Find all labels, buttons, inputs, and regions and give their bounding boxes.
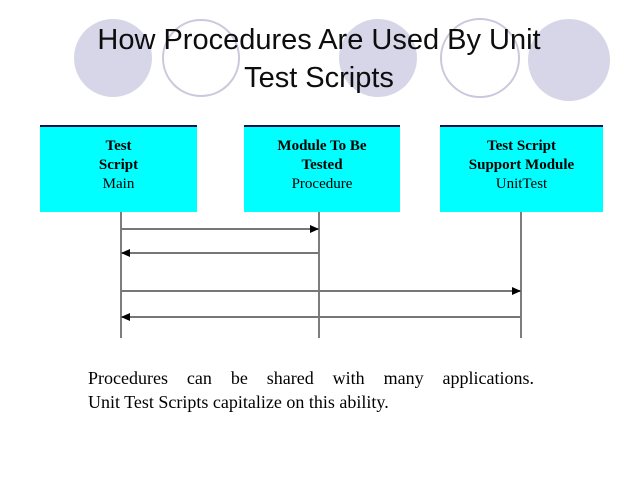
lifeline-main xyxy=(120,212,122,338)
background-circle-filled xyxy=(528,19,610,101)
background-circle-outlined xyxy=(440,18,520,98)
message-arrow-procedure-to-main xyxy=(121,249,319,257)
lifeline-unittest xyxy=(520,212,522,338)
slide-title-line1: How Procedures Are Used By Unit xyxy=(97,24,541,56)
arrowhead-right-icon xyxy=(310,225,319,233)
arrowhead-left-icon xyxy=(121,249,130,257)
actor-box-line: Test Script xyxy=(486,138,557,154)
message-arrow-main-to-unittest xyxy=(121,287,521,295)
actor-box-line: UnitTest xyxy=(495,176,548,192)
actor-box-line: Script xyxy=(98,157,139,173)
actor-box-module-to-be-tested: Module To Be Tested Procedure xyxy=(244,125,400,212)
background-circle-filled xyxy=(339,19,417,97)
slide-caption: Procedures can be shared with many appli… xyxy=(88,366,534,414)
actor-box-line: Module To Be xyxy=(277,138,367,154)
slide-title: How Procedures Are Used By Unit Test Scr… xyxy=(0,21,638,97)
actor-box-line: Main xyxy=(102,176,135,192)
actor-box-test-script-support-module: Test Script Support Module UnitTest xyxy=(440,125,603,212)
background-circle-outlined xyxy=(162,19,240,97)
arrowhead-right-icon xyxy=(512,287,521,295)
actor-box-line: Procedure xyxy=(291,176,353,192)
actor-box-test-script-main: Test Script Main xyxy=(40,125,197,212)
caption-line1: Procedures can be shared with many appli… xyxy=(88,368,534,388)
actor-box-line: Test xyxy=(105,138,132,154)
message-arrow-main-to-procedure xyxy=(121,225,319,233)
slide-title-line2: Test Scripts xyxy=(244,62,394,94)
lifeline-procedure xyxy=(318,212,320,338)
actor-box-line: Tested xyxy=(301,157,343,173)
arrowhead-left-icon xyxy=(121,313,130,321)
actor-box-line: Support Module xyxy=(468,157,575,173)
message-arrow-unittest-to-main xyxy=(121,313,521,321)
caption-line2: Unit Test Scripts capitalize on this abi… xyxy=(88,392,389,412)
background-circle-filled xyxy=(74,19,152,97)
